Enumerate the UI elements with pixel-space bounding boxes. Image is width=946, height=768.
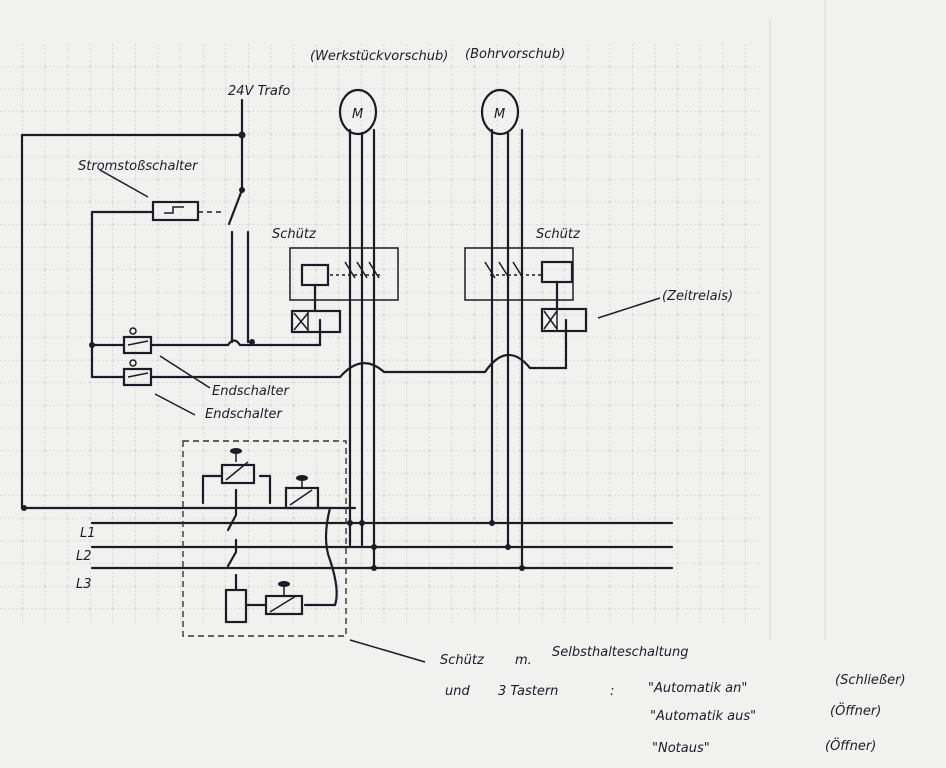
stromstoss-switch <box>90 169 225 379</box>
l3-label: L3 <box>76 577 92 592</box>
zeitrelais-label: (Zeitrelais) <box>662 289 733 304</box>
endschalter-1-label: Endschalter <box>212 384 291 399</box>
button-2-name: "Automatik aus" <box>650 709 756 724</box>
contactor-left <box>289 247 399 334</box>
contactor-right <box>464 247 661 333</box>
graph-paper-grid <box>0 44 760 624</box>
note-m: m. <box>515 653 532 668</box>
button-1-type: (Schließer) <box>835 673 906 688</box>
endschalter-2-label: Endschalter <box>205 407 284 422</box>
motor-2 <box>480 88 525 571</box>
control-loop-wiring <box>20 98 357 511</box>
motor-1-symbol: M <box>352 107 363 122</box>
l2-label: L2 <box>76 549 92 564</box>
button-2-type: (Öffner) <box>830 702 881 719</box>
note-und: und <box>445 684 470 699</box>
note-selbsthalte: Selbsthalteschaltung <box>552 645 688 660</box>
schuetz-left-label: Schütz <box>272 227 317 242</box>
motor-2-symbol: M <box>494 107 505 122</box>
self-holding-unit <box>182 440 426 663</box>
note-colon: : <box>610 684 614 699</box>
stromstoss-label: Stromstoßschalter <box>78 159 199 174</box>
trafo-label: 24V Trafo <box>228 84 290 99</box>
button-1-name: "Automatik an" <box>648 681 747 696</box>
l1-label: L1 <box>80 526 96 541</box>
three-phase-lines <box>90 521 674 570</box>
button-3-type: (Öffner) <box>825 737 876 754</box>
motor-2-caption: (Bohrvorschub) <box>465 47 565 62</box>
motor-1 <box>338 88 378 571</box>
button-3-name: "Notaus" <box>652 741 710 756</box>
schuetz-right-label: Schütz <box>536 227 581 242</box>
motor-1-caption: (Werkstückvorschub) <box>310 49 448 64</box>
limit-switches <box>89 318 568 416</box>
note-tastern: 3 Tastern <box>498 684 558 699</box>
note-schuetz: Schütz <box>440 653 485 668</box>
